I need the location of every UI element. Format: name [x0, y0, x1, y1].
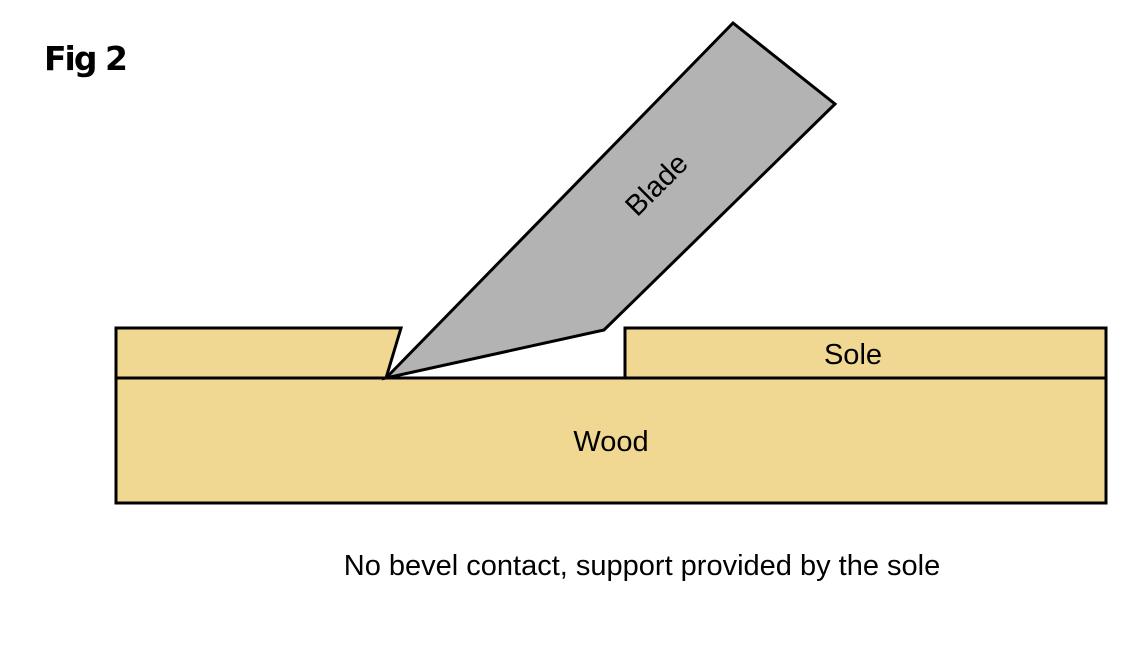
sole-front-section — [114, 326, 404, 380]
wood-board — [114, 376, 1108, 505]
sole-label: Sole — [824, 339, 882, 371]
figure-caption: No bevel contact, support provided by th… — [344, 550, 940, 582]
wood-label: Wood — [573, 426, 648, 458]
blade — [381, 20, 838, 381]
figure-label: Fig 2 — [44, 39, 126, 78]
sole-rear-section — [623, 326, 1108, 380]
